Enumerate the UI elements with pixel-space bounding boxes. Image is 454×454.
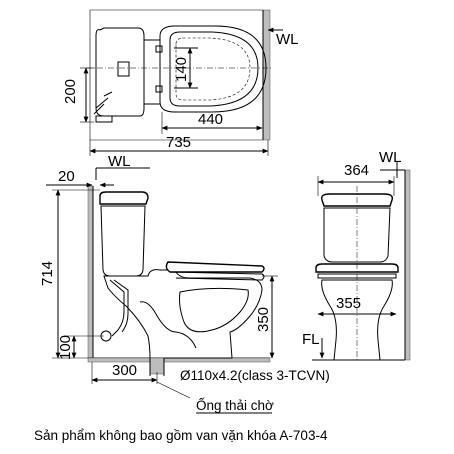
side-dim-inlet-height: 100 xyxy=(57,335,74,360)
front-view-wall xyxy=(404,169,411,361)
side-seat xyxy=(165,261,265,281)
front-floor-label: FL xyxy=(302,331,320,348)
top-view: WL 200 xyxy=(62,9,299,156)
pipe-spec-label: Ø110x4.2(class 3-TCVN) xyxy=(180,368,330,383)
top-dim-total: 735 xyxy=(166,134,191,151)
top-dim-bowl: 440 xyxy=(198,111,223,128)
side-dim-height: 714 xyxy=(39,261,56,286)
front-dim-width: 364 xyxy=(344,162,369,179)
side-dim-seat-height: 350 xyxy=(255,307,272,332)
top-dim-outlet: 140 xyxy=(173,57,190,82)
side-view: WL 20 714 xyxy=(39,153,330,414)
side-wall-label: WL xyxy=(108,153,131,170)
side-dim-wall-gap: 20 xyxy=(58,168,75,185)
top-dim-depth: 200 xyxy=(62,79,79,104)
top-wall-label: WL xyxy=(276,31,299,48)
top-tank xyxy=(95,27,145,117)
top-angle-valve xyxy=(93,91,113,123)
front-wall-label: WL xyxy=(379,149,402,166)
front-dim-seat-width: 355 xyxy=(336,295,361,312)
front-view: WL 364 355 FL xyxy=(302,149,411,362)
side-view-wall xyxy=(87,185,94,359)
pipe-caption-label: Ống thải chờ xyxy=(196,398,274,413)
side-tank xyxy=(99,191,149,277)
side-dim-rough-in: 300 xyxy=(112,362,137,379)
front-bowl xyxy=(321,279,393,361)
drawing-caption: Sản phẩm không bao gồm van vặn khóa A-70… xyxy=(34,428,328,443)
